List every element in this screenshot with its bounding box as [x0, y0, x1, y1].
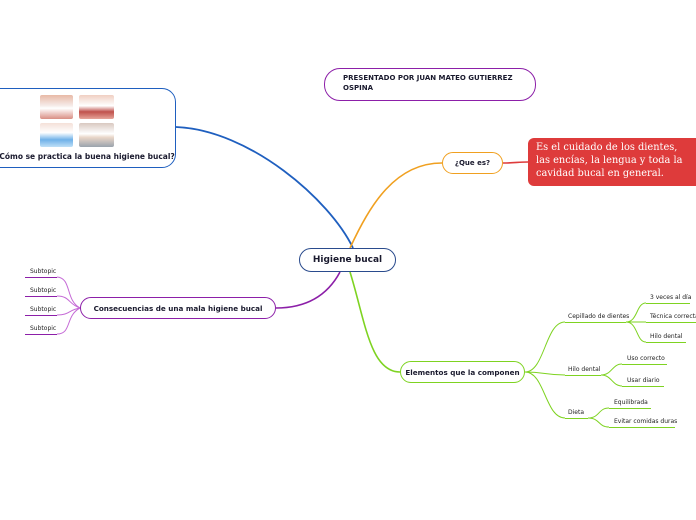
dieta-item-1-underline: [609, 408, 651, 409]
link-hilo-1: [600, 363, 623, 376]
link-cons-sub3: [56, 307, 81, 316]
subtopic-2-underline: [25, 296, 57, 297]
consequence-subtopic-2[interactable]: Subtopic: [30, 287, 57, 294]
hilo-item-2-underline: [622, 386, 664, 387]
link-cep-1: [625, 302, 647, 323]
dieta-item-2-underline: [609, 427, 675, 428]
teeth-photo-1: [40, 95, 73, 119]
group-hilo-underline: [565, 375, 601, 376]
consequence-subtopic-1[interactable]: Subtopic: [30, 268, 57, 275]
teeth-photo-4: [79, 123, 114, 147]
link-dieta-1: [587, 407, 610, 419]
link-dieta-2: [587, 417, 610, 428]
group-dieta-label[interactable]: Dieta: [568, 409, 585, 416]
link-root-whatis: [349, 162, 443, 249]
link-root-practice: [175, 126, 354, 249]
definition-box[interactable]: Es el cuidado de los dientes, las encías…: [528, 138, 696, 186]
practice-label: ¿Cómo se practica la buena higiene bucal…: [0, 152, 175, 161]
link-elem-dieta: [524, 371, 566, 419]
link-whatis-definition: [502, 161, 529, 164]
subtopic-3-underline: [25, 315, 57, 316]
root-node[interactable]: Higiene bucal: [299, 248, 396, 272]
teeth-photo-3: [40, 123, 73, 147]
link-cons-sub4: [56, 307, 81, 335]
consequences-node[interactable]: Consecuencias de una mala higiene bucal: [80, 297, 276, 319]
hilo-item-1-underline: [622, 364, 667, 365]
group-hilo-label[interactable]: Hilo dental: [568, 366, 601, 373]
root-label: Higiene bucal: [312, 255, 383, 265]
definition-text: Es el cuidado de los dientes, las encías…: [536, 142, 683, 179]
cepillado-item-1[interactable]: 3 veces al día: [650, 294, 692, 301]
link-cons-sub1: [56, 276, 81, 309]
consequence-subtopic-3[interactable]: Subtopic: [30, 306, 57, 313]
what-is-node[interactable]: ¿Que es?: [442, 152, 503, 174]
teeth-photo-2: [79, 95, 114, 119]
subtopic-1-underline: [25, 277, 57, 278]
consequences-label: Consecuencias de una mala higiene bucal: [93, 303, 263, 313]
hilo-item-1[interactable]: Uso correcto: [627, 355, 665, 362]
presented-by-text: PRESENTADO POR JUAN MATEO GUTIERREZ OSPI…: [343, 74, 513, 92]
elements-node[interactable]: Elementos que la componen: [400, 361, 525, 383]
cepillado-item-2[interactable]: Técnica correcta: [650, 313, 696, 320]
cepillado-item-3-underline: [646, 342, 686, 343]
link-elem-cepillado: [524, 321, 566, 373]
dieta-item-1[interactable]: Equilibrada: [614, 399, 648, 406]
cepillado-item-1-underline: [646, 303, 690, 304]
dieta-item-2[interactable]: Evitar comidas duras: [614, 418, 678, 425]
link-elem-hilo: [524, 371, 566, 376]
what-is-label: ¿Que es?: [454, 159, 491, 167]
cepillado-item-3[interactable]: Hilo dental: [650, 333, 683, 340]
elements-label: Elementos que la componen: [405, 367, 520, 377]
presented-by-node[interactable]: PRESENTADO POR JUAN MATEO GUTIERREZ OSPI…: [324, 68, 536, 101]
link-cons-sub2: [56, 295, 81, 309]
group-dieta-underline: [565, 418, 588, 419]
subtopic-4-underline: [25, 334, 57, 335]
group-cepillado-underline: [565, 322, 626, 323]
cepillado-item-2-underline: [646, 322, 696, 323]
link-hilo-2: [600, 374, 623, 387]
link-cep-3: [625, 321, 647, 343]
consequence-subtopic-4[interactable]: Subtopic: [30, 325, 57, 332]
link-root-consequences: [275, 271, 341, 309]
group-cepillado-label[interactable]: Cepillado de dientes: [568, 313, 630, 320]
hilo-item-2[interactable]: Usar diario: [627, 377, 660, 384]
practice-node[interactable]: ¿Cómo se practica la buena higiene bucal…: [0, 88, 176, 168]
link-root-elements: [349, 271, 401, 373]
